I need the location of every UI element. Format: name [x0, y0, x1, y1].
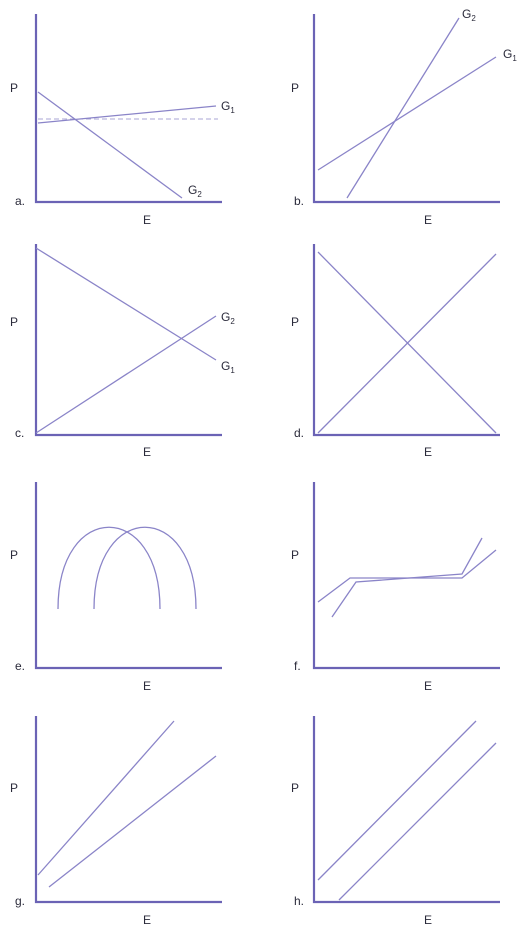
panel-h-line-lower [338, 742, 497, 901]
panel-c-line-g1 [35, 247, 217, 361]
panel-g-line-shallow [48, 755, 217, 888]
panel-h-axes [312, 716, 500, 904]
panel-g-y-label: P [10, 781, 18, 795]
panel-e-letter: e. [15, 659, 25, 673]
panel-g: P E g. [10, 716, 222, 927]
panel-e: P E e. [10, 482, 222, 693]
panel-f-x-label: E [424, 679, 432, 693]
panel-d-y-label: P [291, 315, 299, 329]
panel-h-y-label: P [291, 781, 299, 795]
panel-e-x-label: E [143, 679, 151, 693]
panel-c-letter: c. [15, 426, 24, 440]
panel-e-arch-right [93, 526, 197, 610]
panel-h: P E h. [291, 716, 500, 927]
panel-f: P E f. [291, 482, 500, 693]
panel-a-letter: a. [15, 194, 25, 208]
panel-b-x-label: E [424, 213, 432, 227]
panel-h-line-upper [317, 720, 477, 881]
panel-c: P E c. G2 G1 [10, 244, 235, 459]
panel-h-x-label: E [424, 913, 432, 927]
panel-a-line-g2 [37, 91, 183, 199]
panel-b: P E b. G2 G1 [291, 7, 517, 227]
panel-b-letter: b. [294, 194, 304, 208]
panel-a: P E a. G1 G2 [10, 14, 235, 227]
panel-c-line-g2 [35, 315, 217, 434]
panel-a-line-g1 [37, 105, 217, 124]
panel-h-letter: h. [294, 894, 304, 908]
panel-d-x-label: E [424, 445, 432, 459]
panel-a-g2-label: G2 [188, 183, 202, 199]
panel-d-line-descending [317, 251, 497, 434]
panel-f-line-2 [331, 537, 483, 618]
panel-c-g1-label: G1 [221, 359, 235, 375]
panel-b-axes [312, 14, 500, 204]
panel-f-y-label: P [291, 548, 299, 562]
panel-a-g1-label: G1 [221, 99, 235, 115]
panel-e-arch-left [57, 526, 161, 610]
panel-a-x-label: E [143, 213, 151, 227]
panel-c-x-label: E [143, 445, 151, 459]
panel-b-g2-label: G2 [462, 7, 476, 23]
panel-c-axes [34, 244, 222, 437]
panel-d-letter: d. [294, 426, 304, 440]
panel-a-y-label: P [10, 81, 18, 95]
panel-d-line-ascending [317, 253, 497, 434]
panel-f-line-1 [317, 549, 497, 603]
panel-a-axes [34, 14, 222, 204]
panel-b-line-g1 [317, 56, 497, 171]
panel-c-g2-label: G2 [221, 310, 235, 326]
panel-b-g1-label: G1 [503, 47, 517, 63]
panel-c-y-label: P [10, 315, 18, 329]
panel-g-axes [34, 716, 222, 904]
panel-g-line-steep [37, 720, 175, 876]
panel-e-axes [34, 482, 222, 670]
panel-d-axes [312, 244, 500, 437]
panel-b-y-label: P [291, 81, 299, 95]
panel-e-y-label: P [10, 548, 18, 562]
panel-g-x-label: E [143, 913, 151, 927]
panel-d: P E d. [291, 244, 500, 459]
panel-b-line-g2 [346, 17, 460, 199]
panel-f-axes [312, 482, 500, 670]
panel-f-letter: f. [294, 659, 301, 673]
panel-g-letter: g. [15, 894, 25, 908]
